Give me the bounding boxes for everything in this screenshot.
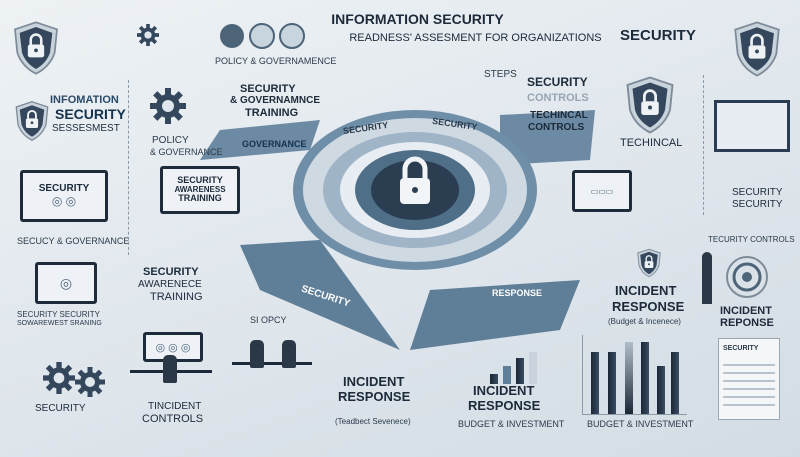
budget-incenece: (Budget & Incenece) (608, 317, 681, 326)
slab-response: RESPONSE (492, 288, 543, 298)
bar-chart-icon (490, 352, 540, 384)
laptop-training-3: TRAINING (178, 193, 222, 204)
awareness-training-2: AWARENECE (138, 279, 202, 290)
doc-security: SECURITY (723, 345, 759, 352)
steps: STEPS (484, 69, 517, 80)
incident-response-right-2: RESPONSE (612, 299, 685, 314)
security-security-2: SECURITY (732, 199, 783, 210)
shield-lock-icon (13, 21, 59, 75)
monitor-icon: ◎ (35, 262, 97, 304)
shield-lock-icon (733, 21, 781, 77)
info-security-assess-3: SESSESMEST (52, 123, 120, 134)
divider (703, 75, 704, 215)
sec-gov-training-1: SECURITY (240, 83, 296, 95)
info-security-assess-2: SECURITY (55, 106, 126, 122)
incident-response-budget-1: INCIDENT (473, 383, 535, 398)
document-icon: SECURITY (718, 338, 780, 420)
laptop-icon: SECURITY AWARENESS TRAINING (160, 166, 240, 214)
person-icon (702, 252, 712, 304)
security-awareness-small-2: SOWAREWEST SRANING (17, 320, 102, 327)
monitor-security: SECURITY (38, 182, 90, 194)
laptop-training-2: AWARENESS (174, 184, 226, 194)
target-icon (726, 256, 768, 298)
awareness-training-1: SECURITY (143, 266, 199, 278)
gear-icon (150, 88, 186, 124)
security-controls-1: SECURITY (527, 75, 588, 89)
budget-investment-1: BUDGET & INVESTMENT (458, 419, 565, 429)
security-bottom-left: SECURITY (35, 403, 86, 414)
monitor-icon: SECURITY◎ ◎ (20, 170, 108, 222)
person-icon (163, 355, 177, 383)
laptop-icon: ▭▭▭ (572, 170, 632, 212)
dashboard-panel (714, 100, 790, 152)
security-security-1: SECURITY (732, 187, 783, 198)
desk (232, 362, 312, 365)
teadbect: (Teadbect Sevenece) (335, 417, 411, 426)
gear-icon (75, 367, 105, 397)
title-line2: READNESS' ASSESMENT FOR ORGANIZATIONS (349, 32, 602, 44)
sec-gov-training-3: TRAINING (245, 107, 299, 119)
title-line1: INFORMATION SECURITY (331, 11, 504, 27)
laptop-training-1: SECURITY (177, 175, 223, 186)
person-icon (282, 340, 296, 368)
gear-icon (43, 362, 75, 394)
info-security-assess-1: INFOMATION (50, 94, 119, 106)
policy-governance-1: POLICY (152, 135, 189, 146)
incident-controls-2: CONTROLS (142, 413, 204, 425)
security-top-right: SECURITY (620, 27, 696, 44)
technical-controls-2: CONTROLS (528, 122, 585, 133)
budget-investment-2: BUDGET & INVESTMENT (587, 419, 694, 429)
slab-top-left (200, 120, 320, 160)
incident-reponse-2: REPONSE (720, 317, 774, 329)
incident-response-right-1: INCIDENT (615, 283, 677, 298)
security-awareness-small-1: SECURITY SECURITY (17, 310, 100, 319)
policy-governamence: POLICY & GOVERNAMENCE (215, 56, 337, 66)
policy-governance-2: & GOVERNANCE (150, 147, 223, 157)
slab-governance: GOVERNANCE (242, 139, 307, 149)
incident-response-center-1: INCIDENT (343, 374, 405, 389)
bar-chart-icon (582, 335, 687, 415)
security-controls-2: CONTROLS (527, 92, 589, 104)
shield-lock-icon (15, 100, 49, 142)
slab-top-right (500, 110, 595, 165)
divider (128, 80, 129, 255)
techincal: TECHINCAL (620, 137, 683, 149)
gear-icon (135, 22, 161, 48)
slab-left (240, 240, 400, 350)
stopcy: SI OPCY (250, 315, 287, 325)
incident-response-budget-2: RESPONSE (468, 398, 541, 413)
tecurity-controls: TECURITY CONTROLS (708, 235, 795, 244)
round-icons-row (220, 23, 305, 49)
incident-response-center-2: RESPONSE (338, 389, 411, 404)
technical-controls-1: TECHINCAL (530, 110, 588, 121)
incident-controls-1: TINCIDENT (148, 401, 202, 412)
central-security-wheel (200, 110, 595, 350)
incident-reponse-1: INCIDENT (720, 305, 772, 317)
secucy-governance: SECUCY & GOVERNANCE (17, 236, 130, 246)
awareness-training-3: TRAINING (150, 291, 203, 303)
person-icon (250, 340, 264, 368)
slab-right (410, 280, 580, 350)
sec-gov-training-2: & GOVERNAMNCE (230, 95, 321, 106)
